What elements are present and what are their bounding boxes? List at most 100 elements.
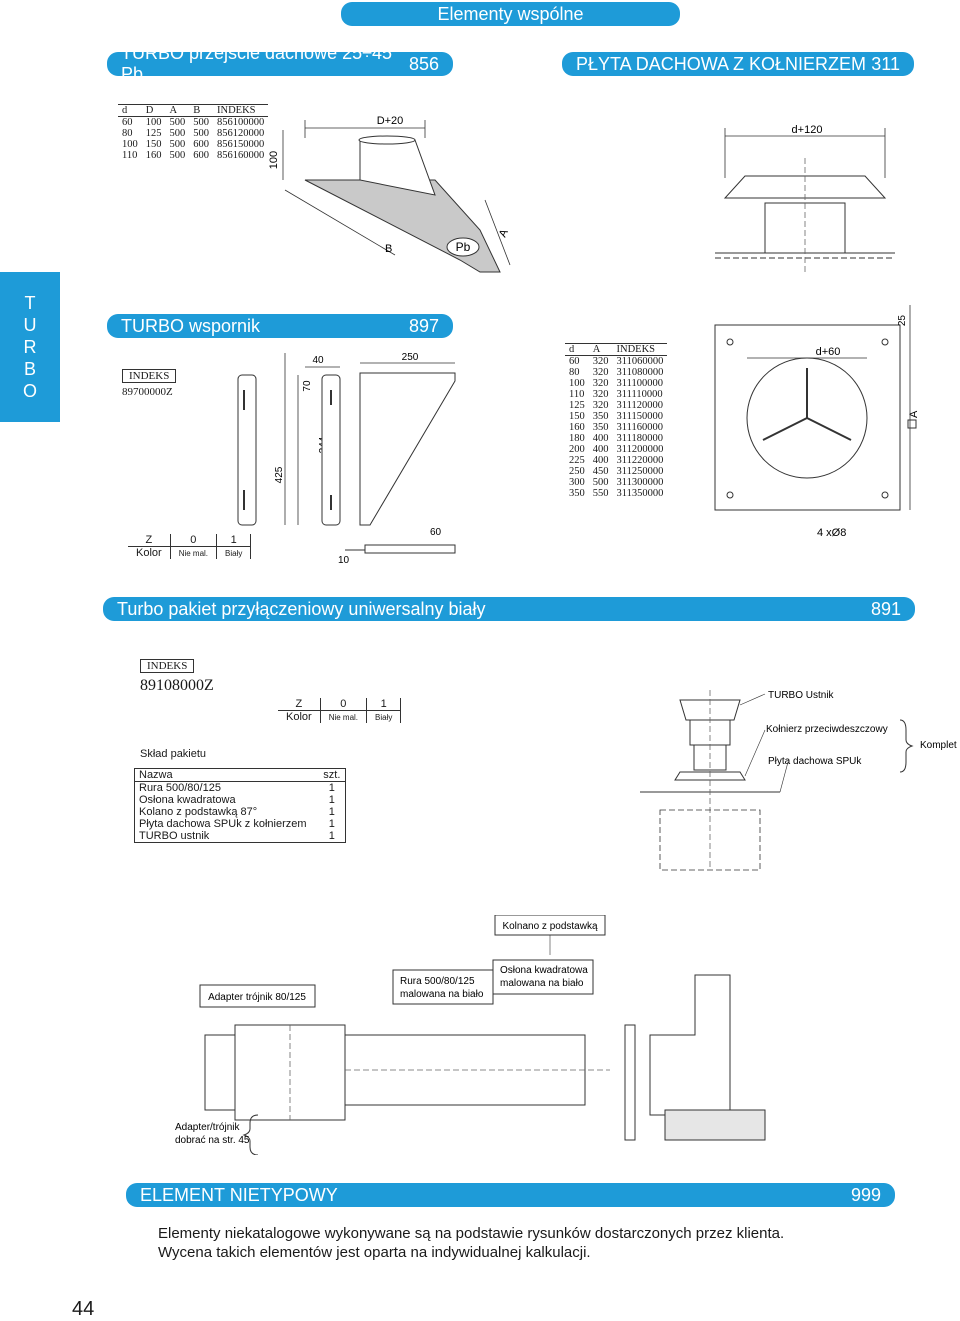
pb-badge	[446, 237, 480, 257]
corner-hole	[881, 491, 889, 499]
cell: 150	[145, 139, 162, 150]
cell: 250	[569, 466, 585, 477]
label-adapter-note-1: Adapter/trójnik	[175, 1122, 240, 1133]
table-row: 300 500 311300000	[565, 477, 667, 488]
side-bar: T U R B O	[0, 272, 60, 422]
cell: 320	[592, 389, 609, 400]
col-nazwa: Nazwa	[134, 768, 319, 782]
cell: 856150000	[217, 139, 265, 150]
cell: 500	[169, 139, 186, 150]
label-oslona-2: malowana na biało	[500, 978, 584, 989]
label-komplet: Komplet	[920, 740, 957, 751]
cell: 300	[569, 477, 585, 488]
cell: 311300000	[616, 477, 664, 488]
roof-flashing	[304, 179, 501, 273]
kolor-nie-mal: Nie mal.	[320, 710, 368, 723]
brace	[242, 1114, 259, 1155]
cell: 125	[569, 400, 585, 411]
cell: 856120000	[217, 128, 265, 139]
leader	[739, 693, 766, 706]
label-plyta: Płyta dachowa SPUk	[768, 756, 862, 767]
product-311-title-bar: PŁYTA DACHOWA Z KOŁNIERZEM 311	[562, 52, 914, 76]
cell: 311350000	[616, 488, 664, 499]
kolor-0: 0	[320, 698, 368, 711]
label-adapter: Adapter trójnik 80/125	[208, 992, 306, 1003]
col-indeks: INDEKS	[213, 104, 269, 117]
cell: 600	[193, 139, 209, 150]
part-qty: 1	[328, 782, 335, 794]
kolor-bialy: Biały	[366, 710, 402, 723]
kolor-1: 1	[216, 534, 252, 547]
kolor-0: 0	[170, 534, 218, 547]
col-D: D	[141, 104, 166, 117]
product-891-title: Turbo pakiet przyłączeniowy uniwersalny …	[117, 598, 486, 619]
cell: 400	[592, 455, 609, 466]
dim-text: 100	[268, 151, 280, 169]
cell: 80	[122, 128, 133, 139]
col-d: d	[118, 104, 142, 117]
kolor-1: 1	[366, 698, 402, 711]
cell: 400	[592, 433, 609, 444]
sklad-label: Skład pakietu	[140, 748, 207, 760]
cell: 160	[569, 422, 585, 433]
dim-text: 40	[312, 355, 324, 366]
label-rura-box	[392, 969, 494, 1005]
label-oslona-box	[492, 959, 594, 995]
label-kolano: Kolnano z podstawką	[502, 921, 598, 932]
hidden-outline	[659, 809, 761, 871]
leader	[779, 761, 789, 793]
kolor-bialy: Biały	[216, 546, 252, 559]
index-value: 89700000Z	[122, 386, 173, 398]
section-header-title: Elementy wspólne	[437, 3, 584, 24]
bracket-side	[321, 374, 341, 526]
part-name: Płyta dachowa SPUk z kołnierzem	[139, 818, 307, 830]
product-999-title: ELEMENT NIETYPOWY	[140, 1184, 338, 1205]
parts-header: Nazwa szt.	[134, 768, 346, 782]
oslona-plate	[624, 1024, 636, 1141]
kolor-label: Kolor	[128, 546, 171, 559]
dim-text: d+60	[816, 346, 841, 358]
bracket-front	[237, 374, 257, 526]
part-name: TURBO ustnik	[139, 830, 210, 842]
description-999: Elementy niekatalogowe wykonywane są na …	[158, 1224, 784, 1262]
leader	[744, 729, 766, 777]
cell: 500	[592, 477, 609, 488]
col-szt: szt.	[318, 768, 346, 782]
brace	[899, 719, 914, 773]
cell: 200	[569, 444, 585, 455]
part-qty: 1	[328, 830, 335, 842]
product-897-title: TURBO wspornik	[121, 315, 261, 336]
dim-line	[484, 199, 511, 266]
cell: 100	[569, 378, 585, 389]
cell: 60	[122, 117, 133, 128]
parts-row: Kolano z podstawką 87°1	[135, 806, 346, 818]
drawing-311-side: d+120	[715, 124, 895, 273]
col-A: A	[165, 104, 190, 117]
cone-top	[358, 135, 416, 145]
page-number: 44	[72, 1298, 95, 1320]
pb-text: Pb	[456, 240, 471, 254]
cell: 311110000	[616, 389, 663, 400]
ustnik-body	[689, 719, 731, 746]
cell: 180	[569, 433, 585, 444]
cell: 450	[592, 466, 609, 477]
index-891: INDEKS 89108000Z	[140, 656, 214, 695]
dim-text: 250	[402, 352, 419, 363]
cell: 311220000	[616, 455, 664, 466]
